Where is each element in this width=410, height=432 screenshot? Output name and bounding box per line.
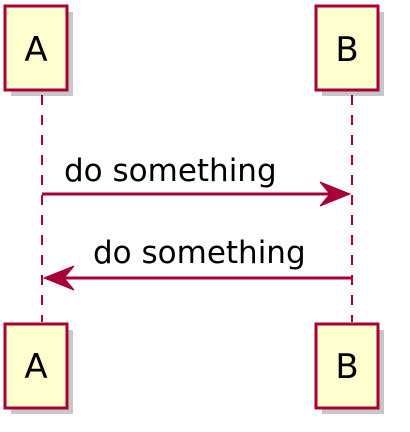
participant-b-bottom: B [314, 322, 384, 414]
participant-b-top-box [314, 4, 380, 92]
message-1-label: do something [64, 153, 277, 189]
message-2-label: do something [93, 235, 306, 271]
participant-a-bottom-box [3, 322, 69, 410]
participant-a-bottom-label: A [24, 347, 47, 387]
participant-a-bottom: A [3, 322, 73, 414]
participant-a-top: A [3, 4, 73, 96]
participant-a-top-label: A [24, 30, 47, 70]
participant-b-top: B [314, 4, 384, 96]
message-1: do something [42, 153, 352, 207]
message-2: do something [42, 235, 352, 291]
message-2-arrowhead-icon [42, 265, 75, 291]
participant-b-bottom-label: B [335, 347, 358, 387]
participant-a-top-box [3, 4, 69, 92]
participant-b-top-label: B [335, 30, 358, 70]
message-1-arrowhead-icon [319, 181, 352, 207]
participant-b-bottom-box [314, 322, 380, 410]
